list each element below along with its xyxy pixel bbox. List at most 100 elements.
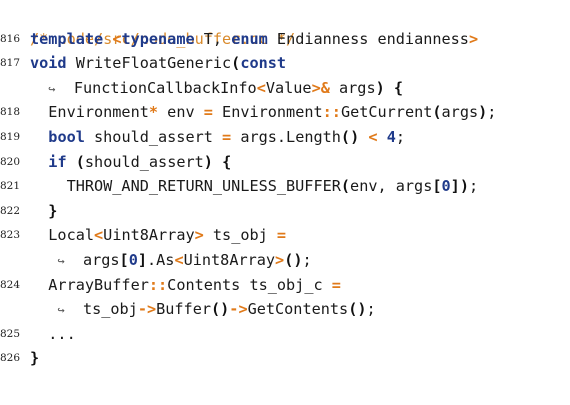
code-token: () [348, 300, 367, 319]
line-number: 818 [0, 106, 21, 119]
code-token [30, 79, 48, 97]
code-token: 0 [128, 250, 138, 269]
code-token: ; [366, 300, 376, 319]
code-token: ) [203, 152, 213, 171]
code-token: if [48, 152, 67, 171]
code-token: > [468, 29, 479, 48]
file-comment: /* node/src/node_buffer.cc */ [30, 29, 296, 48]
line-number: 824 [0, 278, 21, 291]
code-token: 0 [441, 177, 451, 196]
line-number: 826 [0, 352, 21, 365]
code-token: Contents ts_obj_c [167, 275, 332, 294]
code-token: FunctionCallbackInfo [55, 78, 257, 97]
code-text: template <typename T, enum Endianness en… [30, 27, 478, 52]
code-token: GetContents [247, 300, 349, 319]
code-token: Uint8Array [103, 226, 195, 245]
code-token: = [222, 127, 232, 146]
line-number: 825 [0, 327, 21, 340]
code-text: void WriteFloatGeneric(const [30, 51, 286, 76]
code-token [67, 153, 76, 171]
code-token: env, args [350, 177, 433, 196]
code-token: { [384, 78, 404, 97]
line-number: 822 [0, 204, 21, 217]
code-token: ] [450, 177, 460, 196]
code-text: ↪ FunctionCallbackInfo<Value>& args) { [30, 76, 403, 102]
code-token [30, 251, 57, 269]
code-token: () [284, 250, 303, 269]
code-token [30, 153, 48, 171]
line-number: 820 [0, 155, 21, 168]
code-token: >& [311, 78, 330, 97]
code-continuation-line: ↪ ts_obj->Buffer()->GetContents(); [0, 297, 570, 322]
code-token: WriteFloatGeneric [66, 54, 232, 73]
code-token: args [441, 103, 479, 122]
line-number: 819 [0, 130, 21, 143]
code-token: ; [302, 250, 312, 269]
code-token: = [331, 275, 341, 294]
code-token: = [203, 103, 213, 122]
code-continuation-line: ↪ FunctionCallbackInfo<Value>& args) { [0, 76, 570, 101]
code-token: ; [395, 127, 405, 146]
code-token: [ [119, 250, 129, 269]
code-token: Environment [30, 103, 149, 122]
code-token: Uint8Array [183, 250, 276, 269]
code-token: const [240, 54, 287, 73]
code-token: .As [147, 250, 175, 269]
code-token: should_assert [84, 127, 223, 146]
code-token: T, [194, 29, 232, 48]
code-token: typename [121, 29, 195, 48]
code-token [103, 30, 112, 48]
line-number: 817 [0, 57, 21, 70]
code-text: ↪ ts_obj->Buffer()->GetContents(); [30, 297, 376, 323]
code-token [378, 128, 387, 146]
code-line: 824 ArrayBuffer::Contents ts_obj_c = [0, 273, 570, 298]
code-token: ) [375, 78, 385, 97]
code-line: 820 if (should_assert) { [0, 150, 570, 175]
code-token: :: [322, 103, 341, 122]
code-token: GetCurrent [340, 103, 433, 122]
line-number: 823 [0, 229, 21, 242]
code-token: { [212, 152, 232, 171]
code-text: ArrayBuffer::Contents ts_obj_c = [30, 273, 341, 298]
code-token: < [94, 226, 104, 245]
code-token: ; [487, 103, 497, 122]
code-token: () [211, 300, 230, 319]
code-token: ... [30, 324, 76, 343]
code-line: 826} [0, 346, 570, 371]
code-token: () [340, 127, 360, 146]
code-token: ( [340, 177, 351, 196]
code-token: template [30, 29, 104, 48]
code-token: should_assert [84, 152, 204, 171]
code-token: ) [459, 177, 469, 196]
code-text: if (should_assert) { [30, 150, 231, 175]
code-token: bool [48, 127, 85, 146]
code-token: ; [468, 177, 479, 196]
code-line: 818 Environment* env = Environment::GetC… [0, 100, 570, 125]
code-token: ( [231, 54, 241, 73]
code-text: } [30, 199, 57, 224]
code-token: THROW_AND_RETURN_UNLESS_BUFFER [30, 177, 341, 196]
code-line: 821 THROW_AND_RETURN_UNLESS_BUFFER(env, … [0, 174, 570, 199]
code-token: Local [30, 226, 95, 245]
code-line: 817 void WriteFloatGeneric(const [0, 51, 570, 76]
code-line: 825 ... [0, 322, 570, 347]
code-token: } [30, 349, 40, 368]
code-line: 819 bool should_assert = args.Length() <… [0, 125, 570, 150]
code-token: ( [75, 152, 85, 171]
code-token: ( [432, 103, 442, 122]
code-token: -> [137, 300, 157, 319]
code-token: < [256, 78, 266, 97]
code-token: 4 [386, 127, 396, 146]
code-line: 822 } [0, 199, 570, 224]
code-token: < [112, 29, 122, 48]
code-token: :: [148, 275, 168, 294]
code-token: < [368, 127, 378, 146]
code-token: args.Length [231, 127, 341, 146]
code-line: 823 Local<Uint8Array> ts_obj = [0, 223, 570, 248]
code-token: args [64, 250, 120, 269]
code-token [359, 128, 368, 146]
code-token: ArrayBuffer [30, 275, 149, 294]
code-token: } [48, 201, 58, 220]
